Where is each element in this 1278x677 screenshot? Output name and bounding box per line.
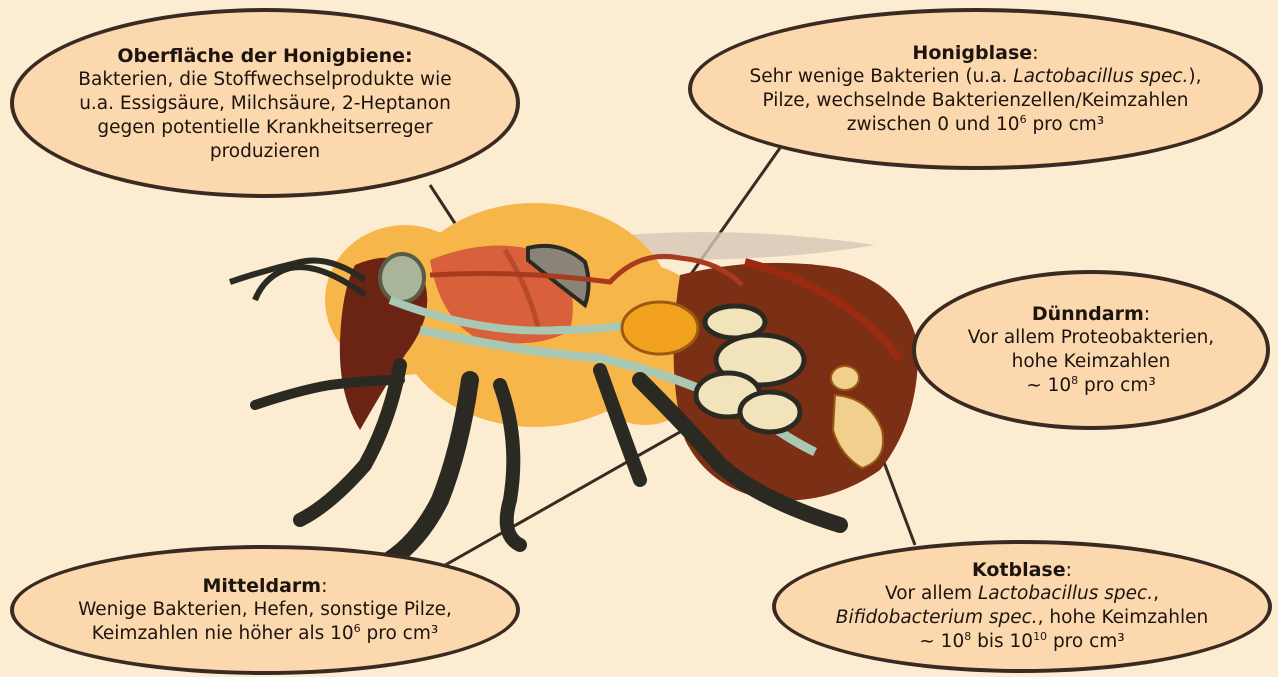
callout-surface: Oberfläche der Honigbiene: Bakterien, di… (10, 8, 520, 198)
callout-small-intestine-line-2: hohe Keimzahlen (1012, 350, 1171, 374)
callout-honey-stomach-title: Honigblase: (912, 41, 1038, 65)
callout-surface-line: gegen potentielle Krankheitserreger (97, 116, 432, 140)
callout-small-intestine-line-3: ~ 108 pro cm³ (1026, 374, 1156, 398)
callout-surface-line: u.a. Essigsäure, Milchsäure, 2-Heptanon (79, 92, 451, 116)
callout-honey-stomach-line-2: Pilze, wechselnde Bakterienzellen/Keimza… (763, 89, 1189, 113)
callout-rectum-line-1: Vor allem Lactobacillus spec., (885, 582, 1159, 606)
callout-rectum-line-2: Bifidobacterium spec., hohe Keimzahlen (836, 606, 1209, 630)
callout-rectum-line-3: ~ 108 bis 1010 pro cm³ (919, 630, 1124, 654)
honey-stomach (622, 302, 698, 354)
callout-honey-stomach-line-1: Sehr wenige Bakterien (u.a. Lactobacillu… (750, 65, 1202, 89)
callout-surface-title: Oberfläche der Honigbiene: (117, 44, 412, 68)
callout-small-intestine: Dünndarm: Vor allem Proteobakterien, hoh… (912, 270, 1270, 430)
callout-midgut-line-1: Wenige Bakterien, Hefen, sonstige Pilze, (78, 598, 452, 622)
callout-midgut: Mitteldarm: Wenige Bakterien, Hefen, son… (10, 545, 520, 675)
callout-small-intestine-title: Dünndarm: (1032, 302, 1150, 326)
ileum-organ (831, 366, 859, 390)
compound-eye (380, 254, 424, 302)
callout-honey-stomach-line-3: zwischen 0 und 106 pro cm³ (847, 113, 1104, 137)
callout-honey-stomach: Honigblase: Sehr wenige Bakterien (u.a. … (688, 8, 1263, 170)
callout-midgut-line-2: Keimzahlen nie höher als 106 pro cm³ (92, 622, 439, 646)
callout-surface-line: produzieren (210, 140, 320, 164)
callout-midgut-title: Mitteldarm: (203, 574, 328, 598)
leader-line-surface (430, 185, 458, 228)
callout-surface-line: Bakterien, die Stoffwechselprodukte wie (78, 68, 451, 92)
callout-rectum: Kotblase: Vor allem Lactobacillus spec.,… (772, 540, 1272, 673)
callout-small-intestine-line-1: Vor allem Proteobakterien, (968, 326, 1214, 350)
callout-rectum-title: Kotblase: (972, 558, 1072, 582)
